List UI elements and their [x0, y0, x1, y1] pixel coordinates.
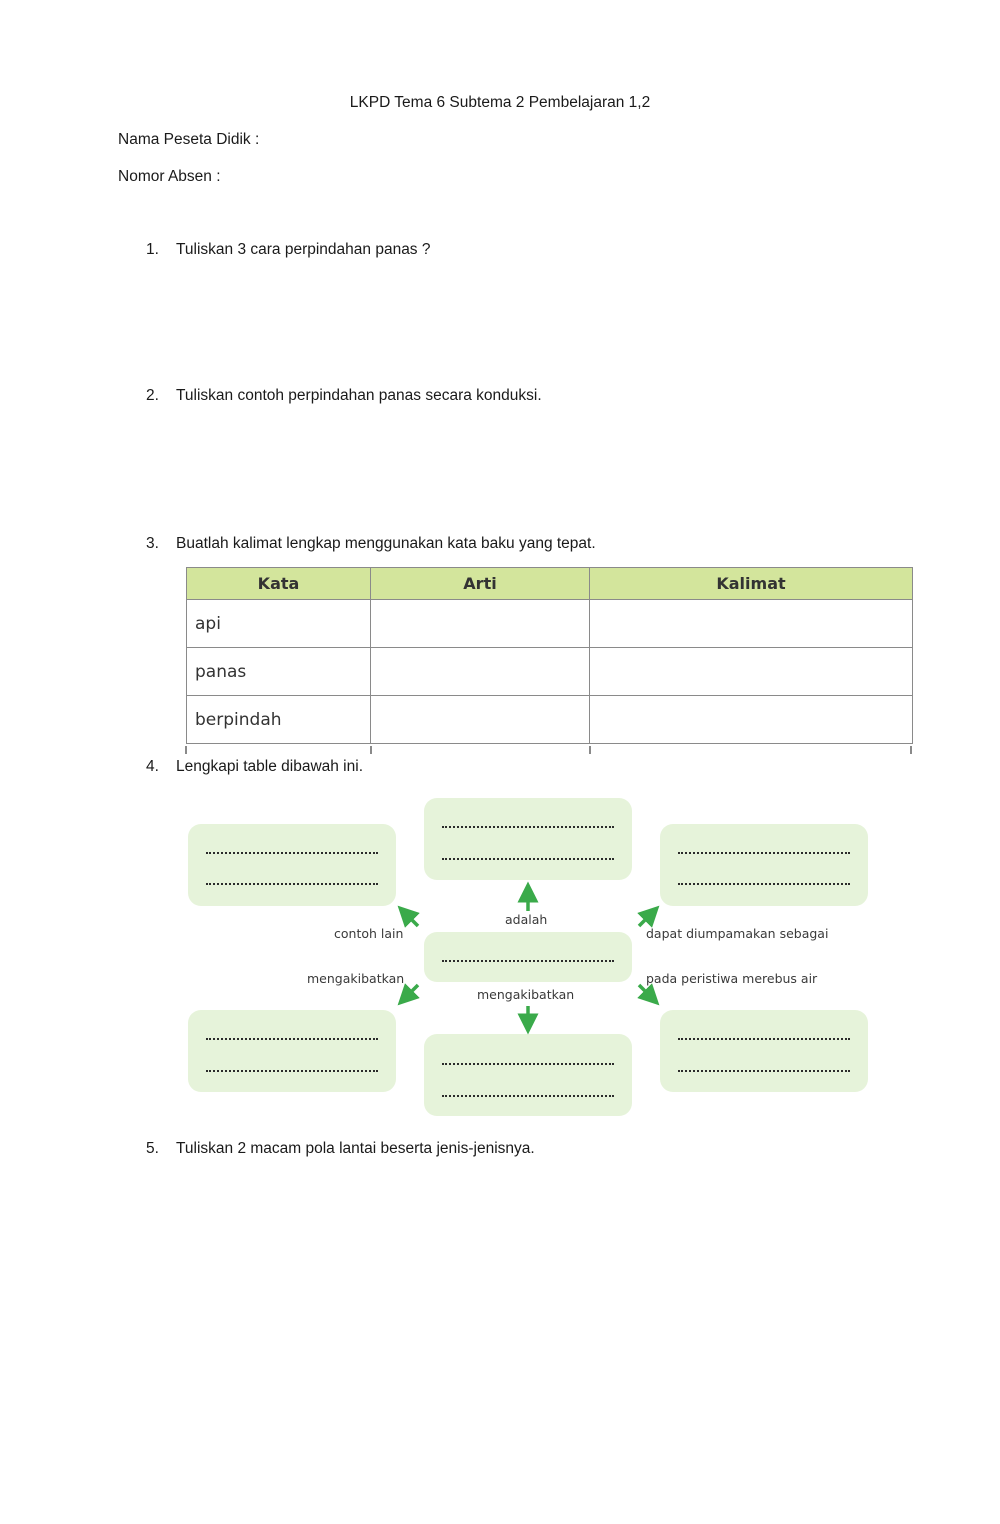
question-2: 2. Tuliskan contoh perpindahan panas seca…: [146, 386, 542, 406]
question-3: 3. Buatlah kalimat lengkap menggunakan ka…: [146, 534, 596, 554]
table-header-cell: Kalimat: [589, 567, 913, 600]
attendance-number-label: Nomor Absen :: [118, 168, 221, 185]
answer-line: [206, 883, 378, 885]
word-table: Kata Arti Kalimat api panas berpindah: [186, 567, 913, 744]
arrow-up-left-icon: [397, 905, 420, 928]
table-row: berpindah: [186, 695, 913, 744]
arrow-up-right-icon: [637, 905, 660, 928]
word-cell: panas: [186, 647, 371, 696]
meaning-cell[interactable]: [370, 599, 590, 648]
answer-box-top[interactable]: [424, 798, 632, 880]
question-text: Buatlah kalimat lengkap menggunakan kata…: [176, 535, 596, 552]
answer-box-upper-right[interactable]: [660, 824, 868, 906]
question-number: 2.: [146, 387, 159, 404]
question-text: Tuliskan 3 cara perpindahan panas ?: [176, 241, 431, 258]
question-text: Lengkapi table dibawah ini.: [176, 758, 363, 775]
question-number: 1.: [146, 241, 159, 258]
answer-line: [442, 1095, 614, 1097]
student-name-label: Nama Peseta Didik :: [118, 131, 260, 148]
table-edge: [185, 746, 187, 754]
link-label-dapat-diumpamakan: dapat diumpamakan sebagai: [646, 926, 829, 941]
question-4: 4. Lengkapi table dibawah ini.: [146, 757, 363, 777]
question-text: Tuliskan contoh perpindahan panas secara…: [176, 387, 542, 404]
answer-box-lower-left[interactable]: [188, 1010, 396, 1092]
answer-line: [442, 858, 614, 860]
table-edge: [910, 746, 912, 754]
table-header-row: Kata Arti Kalimat: [186, 567, 913, 600]
question-1: 1. Tuliskan 3 cara perpindahan panas ?: [146, 240, 431, 260]
answer-line: [442, 960, 614, 962]
answer-line: [678, 852, 850, 854]
answer-line: [678, 883, 850, 885]
answer-line: [678, 1070, 850, 1072]
answer-line: [442, 1063, 614, 1065]
question-number: 3.: [146, 535, 159, 552]
link-label-mengakibatkan-bottom: mengakibatkan: [477, 987, 575, 1002]
answer-line: [206, 1070, 378, 1072]
sentence-cell[interactable]: [589, 647, 913, 696]
word-cell: berpindah: [186, 695, 371, 744]
table-edge: [370, 746, 372, 754]
arrow-down-left-icon: [397, 983, 420, 1006]
question-5: 5. Tuliskan 2 macam pola lantai beserta j…: [146, 1139, 535, 1159]
answer-box-bottom[interactable]: [424, 1034, 632, 1116]
table-edge: [589, 746, 591, 754]
table-row: api: [186, 599, 913, 648]
table-row: panas: [186, 647, 913, 696]
meaning-cell[interactable]: [370, 647, 590, 696]
question-number: 4.: [146, 758, 159, 775]
link-label-mengakibatkan-left: mengakibatkan: [307, 971, 405, 986]
page-title: LKPD Tema 6 Subtema 2 Pembelajaran 1,2: [349, 94, 651, 111]
link-label-pada-peristiwa: pada peristiwa merebus air: [646, 971, 818, 986]
answer-box-center[interactable]: [424, 932, 632, 982]
answer-line: [206, 852, 378, 854]
table-header-cell: Arti: [370, 567, 590, 600]
question-text: Tuliskan 2 macam pola lantai beserta jen…: [176, 1140, 535, 1157]
answer-line: [206, 1038, 378, 1040]
word-cell: api: [186, 599, 371, 648]
answer-line: [442, 826, 614, 828]
sentence-cell[interactable]: [589, 695, 913, 744]
meaning-cell[interactable]: [370, 695, 590, 744]
answer-line: [678, 1038, 850, 1040]
table-header-cell: Kata: [186, 567, 371, 600]
sentence-cell[interactable]: [589, 599, 913, 648]
arrow-down-right-icon: [637, 983, 660, 1006]
answer-box-upper-left[interactable]: [188, 824, 396, 906]
question-number: 5.: [146, 1140, 159, 1157]
link-label-adalah: adalah: [505, 912, 548, 927]
answer-box-lower-right[interactable]: [660, 1010, 868, 1092]
link-label-contoh-lain: contoh lain: [334, 926, 404, 941]
